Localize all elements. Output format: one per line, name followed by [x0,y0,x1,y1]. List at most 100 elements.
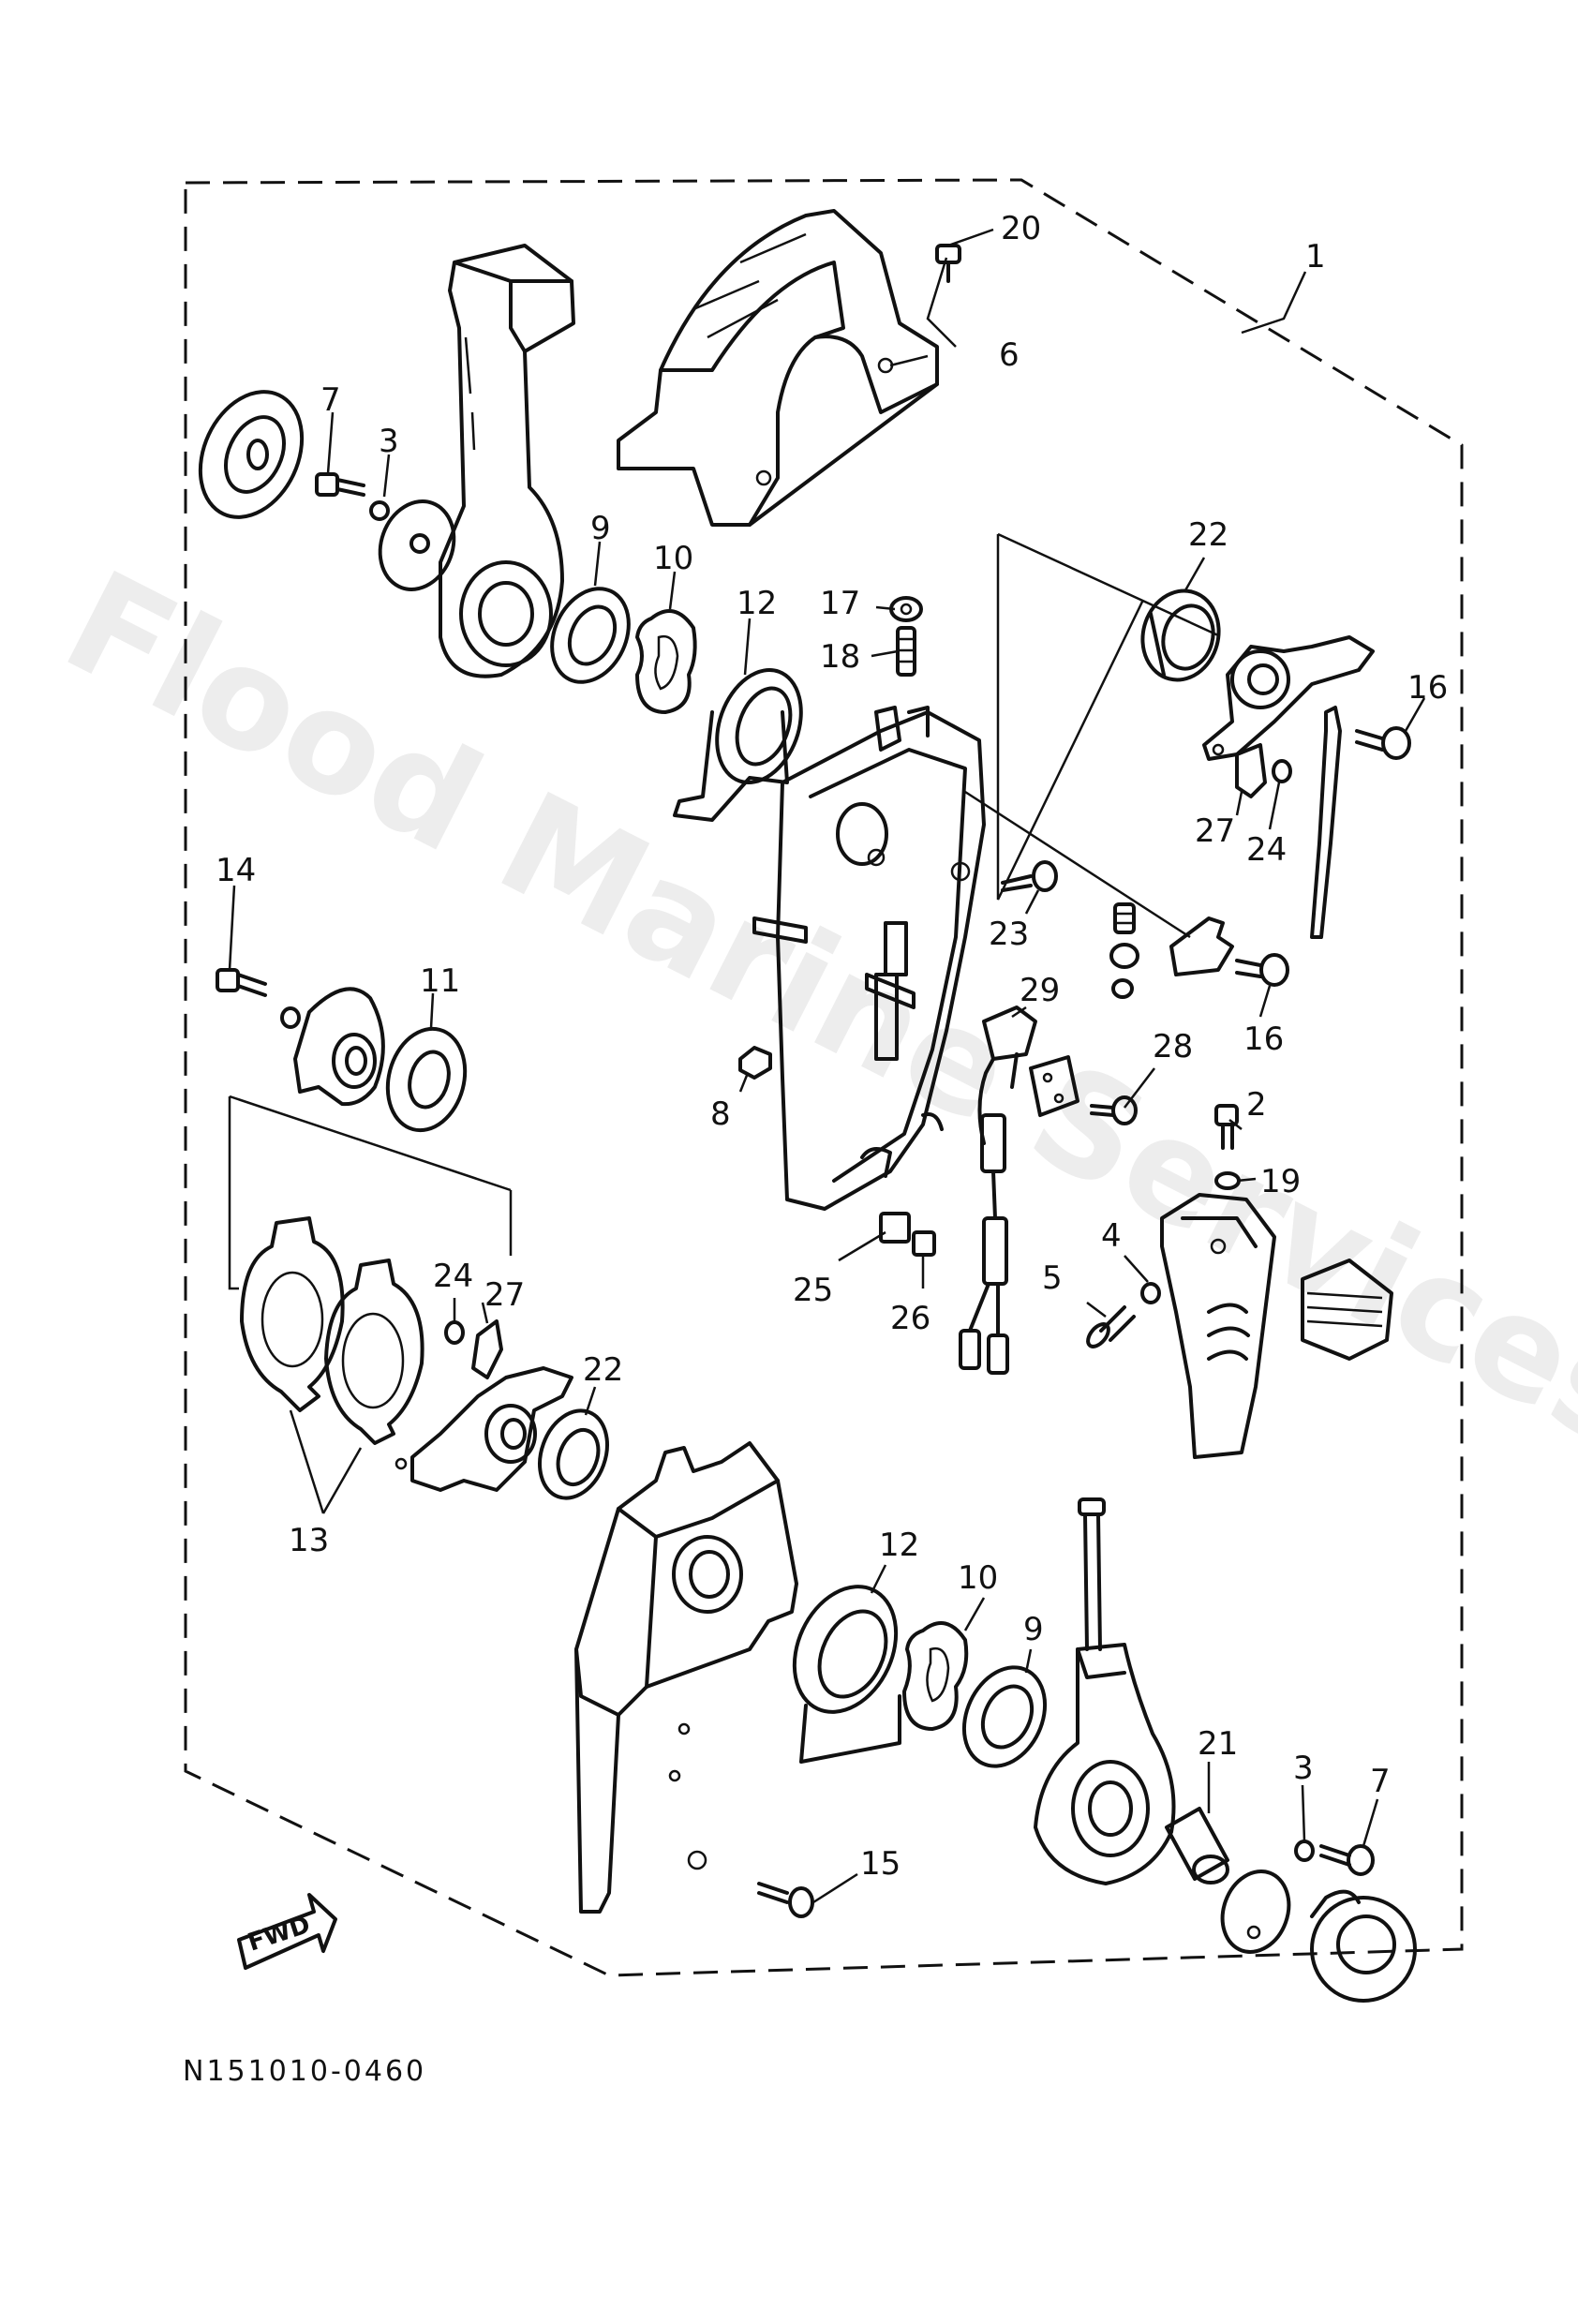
knob-right [1310,1889,1417,2003]
fwd-arrow-icon: FWD [237,1893,337,1970]
plate-bottom [1220,1870,1291,1954]
callout-27-top: 27 [1195,812,1235,850]
callout-2: 2 [1246,1086,1267,1124]
watermark: Flood Marine Services [41,541,1578,1482]
callout-24-bottom: 24 [433,1258,473,1295]
nut-8 [738,1046,772,1080]
detent-spring [1109,902,1139,999]
cover-6 [617,209,939,527]
plate-top [378,499,456,591]
throttle-lever-bottom [1034,1497,1176,1885]
bolt-2 [1214,1104,1239,1150]
washer-11 [385,1026,468,1133]
callout-22-bottom: 22 [583,1351,623,1389]
gasket-13-a [240,1216,345,1412]
nut-17 [889,596,923,622]
pawl-27-bottom [471,1319,503,1379]
handle-grip-right [1160,1193,1276,1459]
callout-9-top: 9 [590,510,611,547]
bolt-23 [1001,860,1058,892]
control-handle-top [439,244,575,678]
clip-26 [912,1230,936,1257]
washer-4 [1140,1282,1161,1304]
callout-28: 28 [1153,1028,1193,1065]
callout-25: 25 [793,1272,833,1309]
washer-24-top [1272,759,1292,783]
link-rod [1310,706,1342,939]
bolt-15 [757,1882,814,1918]
callout-13: 13 [289,1522,329,1559]
callout-3-top: 3 [379,423,399,460]
neutral-switch-29 [959,1006,1037,1375]
bushing-22-bottom [538,1408,609,1500]
callout-11: 11 [420,962,460,1000]
cam-lever-bottom [394,1366,573,1492]
bushing-12-top [673,667,803,822]
callout-1: 1 [1305,238,1326,276]
callout-16-mid: 16 [1243,1020,1284,1058]
hub-flange [293,987,385,1107]
callout-19: 19 [1260,1163,1301,1200]
clip-25 [879,1212,911,1244]
group-line-13 [228,1095,513,1290]
bolt-16-top [1355,726,1411,760]
callout-26: 26 [890,1300,930,1337]
callout-12-bottom: 12 [879,1527,919,1564]
callout-16-top: 16 [1407,669,1448,707]
bolt-7-top [315,472,365,497]
pawl-27-top [1235,743,1267,798]
callout-15: 15 [860,1845,901,1883]
callout-27-bottom: 27 [484,1276,525,1314]
stud-18 [896,626,916,677]
lower-housing [574,1441,798,1914]
bracket [1169,916,1234,976]
callout-3-bottom: 3 [1293,1750,1314,1787]
bolt-14 [216,968,267,997]
lever-cap-right [1301,1259,1393,1361]
bushing-22-top [1140,588,1221,682]
callout-9-bottom: 9 [1023,1611,1044,1648]
gasket-13-b [324,1259,424,1445]
callout-14: 14 [216,852,256,889]
callout-10-top: 10 [653,540,693,577]
ref-line-right [996,532,1219,901]
callout-29: 29 [1020,972,1060,1009]
callout-6: 6 [999,336,1020,374]
callout-23: 23 [989,916,1029,953]
screw-28 [1090,1095,1138,1125]
diagram-code: N151010-0460 [183,2055,426,2088]
callout-7-bottom: 7 [1370,1763,1391,1800]
callout-21: 21 [1198,1725,1238,1763]
callout-labels: 20 1 6 7 3 9 10 12 17 18 22 16 27 24 23 … [216,210,1448,1883]
assembly-boundary [184,178,1464,1977]
callout-12-top: 12 [737,585,777,622]
washer-9-bottom [961,1665,1048,1768]
washer-9-top [550,587,631,684]
callout-4: 4 [1101,1217,1122,1255]
washer-24-bottom [444,1320,465,1345]
callout-24-top: 24 [1246,831,1287,869]
bushing-12-bottom [792,1585,901,1764]
callout-10-bottom: 10 [958,1559,998,1597]
callout-18: 18 [820,638,860,676]
main-housing [752,706,986,1211]
callout-20: 20 [1001,210,1041,247]
washer-3-top [369,500,390,521]
bolt-7-bottom [1319,1844,1375,1876]
leaders [228,228,1426,1904]
spring-washer-10-bottom [902,1621,969,1731]
bolt-16-mid [1235,953,1289,987]
leader-13 [289,1409,363,1514]
knob-left [198,390,305,519]
ref-line-bracket [964,790,1191,939]
shaft-21 [1165,1807,1229,1885]
cam-lever-top [1202,635,1375,761]
callout-17: 17 [820,585,860,622]
callout-22-top: 22 [1188,516,1228,554]
spring-washer-10-top [635,609,697,714]
washer-3-bottom [1294,1840,1315,1862]
plate-28 [1029,1055,1079,1117]
callout-7-top: 7 [320,381,341,419]
callout-8: 8 [710,1095,731,1133]
